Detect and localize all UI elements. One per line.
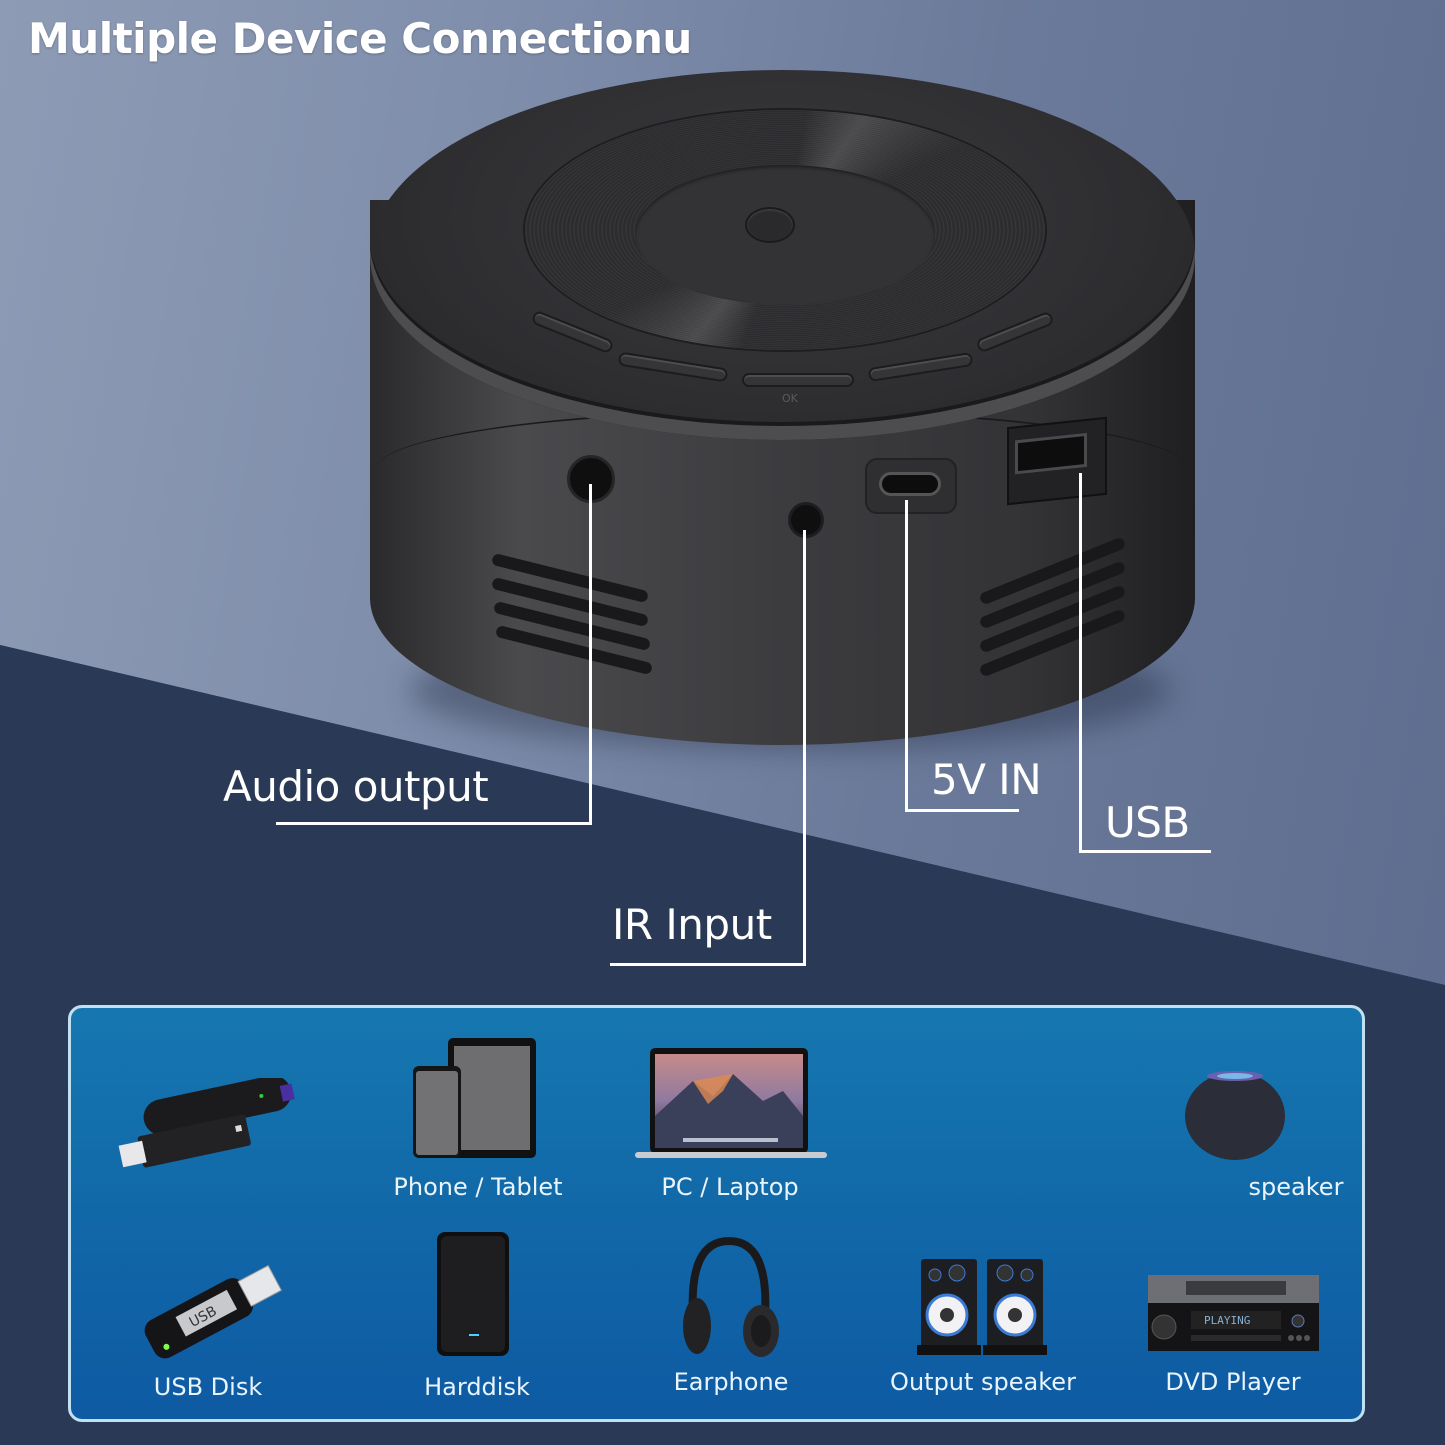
laptop-icon — [635, 1048, 827, 1158]
usb-port-icon — [1007, 416, 1107, 506]
output-speaker-label: Output speaker — [890, 1368, 1076, 1396]
earphone-label: Earphone — [673, 1368, 789, 1396]
harddisk-icon — [437, 1232, 509, 1356]
dvd-player-label: DVD Player — [1165, 1368, 1301, 1396]
5v-in-label: 5V IN — [931, 755, 1042, 804]
5v-in-callout-vertical — [905, 500, 908, 812]
compatible-devices-panel: Phone / Tablet PC / Laptop spe — [68, 1005, 1365, 1422]
usb-disk-label: USB Disk — [153, 1373, 263, 1401]
audio-output-label: Audio output — [223, 762, 489, 811]
speaker-label: speaker — [1248, 1173, 1344, 1201]
usb-disk-icon: USB — [144, 1264, 282, 1359]
usb-callout-horizontal — [1079, 850, 1211, 853]
ir-input-label: IR Input — [612, 900, 772, 949]
speakers-icon — [917, 1259, 1047, 1355]
5v-in-callout-horizontal — [905, 809, 1019, 812]
dvd-display-text: PLAYING — [1204, 1314, 1250, 1327]
mini-projector: OK — [370, 70, 1195, 750]
ok-button-label: OK — [782, 392, 798, 405]
usb-callout-vertical — [1079, 473, 1082, 853]
phone-tablet-label: Phone / Tablet — [393, 1173, 563, 1201]
pc-laptop-label: PC / Laptop — [661, 1173, 799, 1201]
ir-input-callout-vertical — [803, 530, 806, 966]
ir-input-callout-horizontal — [610, 963, 806, 966]
ir-sensor-icon — [788, 502, 824, 538]
audio-output-callout-horizontal — [276, 822, 592, 825]
headphone-icon — [683, 1236, 779, 1357]
smart-speaker-icon — [1185, 1071, 1285, 1160]
phone-tablet-icon — [413, 1038, 536, 1158]
ok-button[interactable] — [742, 373, 854, 387]
page-title: Multiple Device Connectionu — [28, 14, 692, 63]
usb-label: USB — [1105, 798, 1190, 847]
top-sensor-icon — [745, 207, 795, 243]
audio-output-callout-vertical — [589, 484, 592, 825]
dvd-player-icon: PLAYING — [1148, 1275, 1319, 1351]
streaming-stick-icon — [118, 1078, 295, 1168]
usb-c-port-icon — [865, 458, 957, 514]
harddisk-label: Harddisk — [424, 1373, 530, 1401]
